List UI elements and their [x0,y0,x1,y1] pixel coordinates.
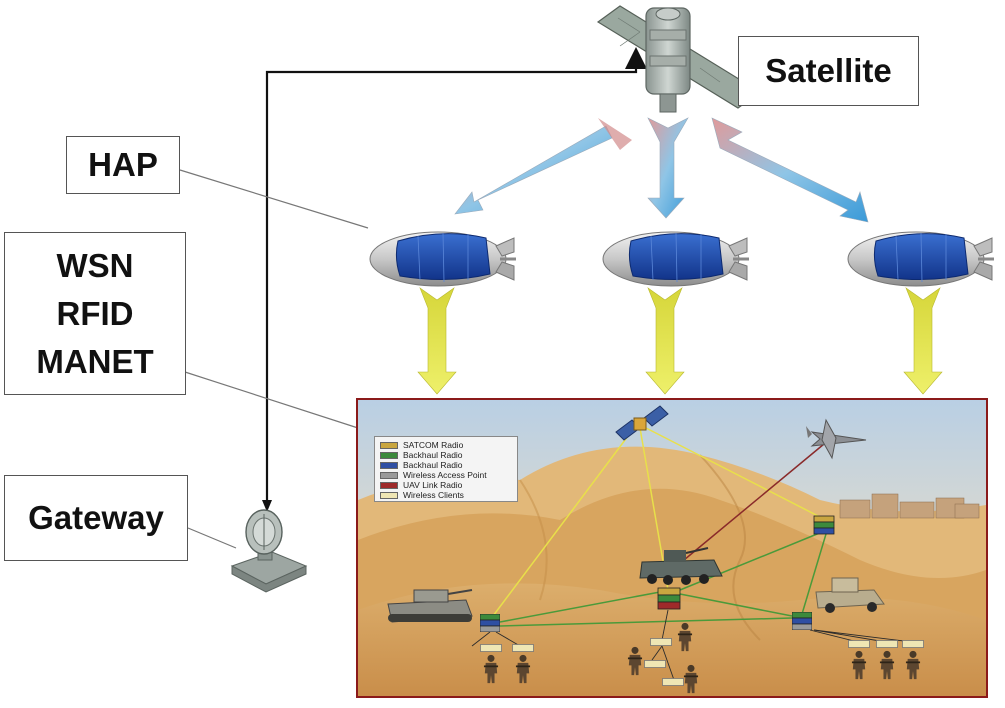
gateway-leader-line [187,527,237,549]
uav-drone-icon [806,418,867,460]
rfid-text: RFID [56,294,134,332]
blimp-icon [601,230,751,288]
wireless-client [512,644,534,652]
tank-icon [387,589,473,623]
satellite-icon [596,5,762,113]
satellite-to-hap-arrow-center [647,117,689,219]
wireless-client [644,660,666,668]
radio-node-icon [813,515,835,535]
gateway-label: Gateway [4,475,188,561]
backhaul-link [679,593,793,617]
legend-item: Backhaul Radio [380,460,512,470]
satellite-to-hap-arrow-left [454,118,632,215]
legend-swatch [380,451,398,459]
wsn-text: WSN [56,246,134,284]
hap-to-ground-arrow-left [417,287,457,395]
wireless-client [876,640,898,648]
satcom-link [645,427,823,519]
legend-swatch [380,471,398,479]
legend-item: Backhaul Radio [380,450,512,460]
hap-to-ground-arrow-center [645,287,685,395]
legend-item: SATCOM Radio [380,440,512,450]
satellite-to-hap-arrow-right [711,117,869,223]
wireless-client [662,678,684,686]
sensor-network-label: WSN RFID MANET [4,232,186,395]
legend-item: Wireless Access Point [380,470,512,480]
legend-swatch [380,481,398,489]
satellite-label: Satellite [738,36,919,106]
backhaul-link [499,617,793,627]
blimp-icon [368,230,518,288]
sensor-leader-line [184,371,359,429]
gateway-uplink-arrow [265,47,647,505]
legend-swatch [380,461,398,469]
hap-leader-line [179,169,369,229]
satcom-link [489,427,635,621]
manet-text: MANET [36,342,154,380]
wireless-client [902,640,924,648]
wireless-client [848,640,870,648]
hap-label: HAP [66,136,180,194]
legend-swatch [380,441,398,449]
radio-node-icon [480,614,500,632]
legend-label: Backhaul Radio [403,450,463,460]
satellite-icon [615,405,669,441]
wireless-client [650,638,672,646]
uav-link [683,443,825,561]
hap-to-ground-arrow-right [903,287,943,395]
wireless-client [480,644,502,652]
radio-node-icon [657,587,681,610]
legend-swatch [380,491,398,499]
legend-label: UAV Link Radio [403,480,463,490]
satellite-dish-icon [230,509,308,593]
legend-item: Wireless Clients [380,490,512,500]
battlefield-scene [356,398,988,698]
blimp-icon [846,230,996,288]
armored-vehicle-icon [639,547,723,585]
legend-label: Wireless Clients [403,490,464,500]
backhaul-link [499,591,661,623]
backhaul-link [801,533,827,615]
legend-label: Wireless Access Point [403,470,487,480]
legend-item: UAV Link Radio [380,480,512,490]
radio-node-icon [792,612,812,630]
legend-label: Backhaul Radio [403,460,463,470]
humvee-icon [815,577,885,613]
gateway-downlink-arrowhead [262,500,272,512]
legend-label: SATCOM Radio [403,440,464,450]
